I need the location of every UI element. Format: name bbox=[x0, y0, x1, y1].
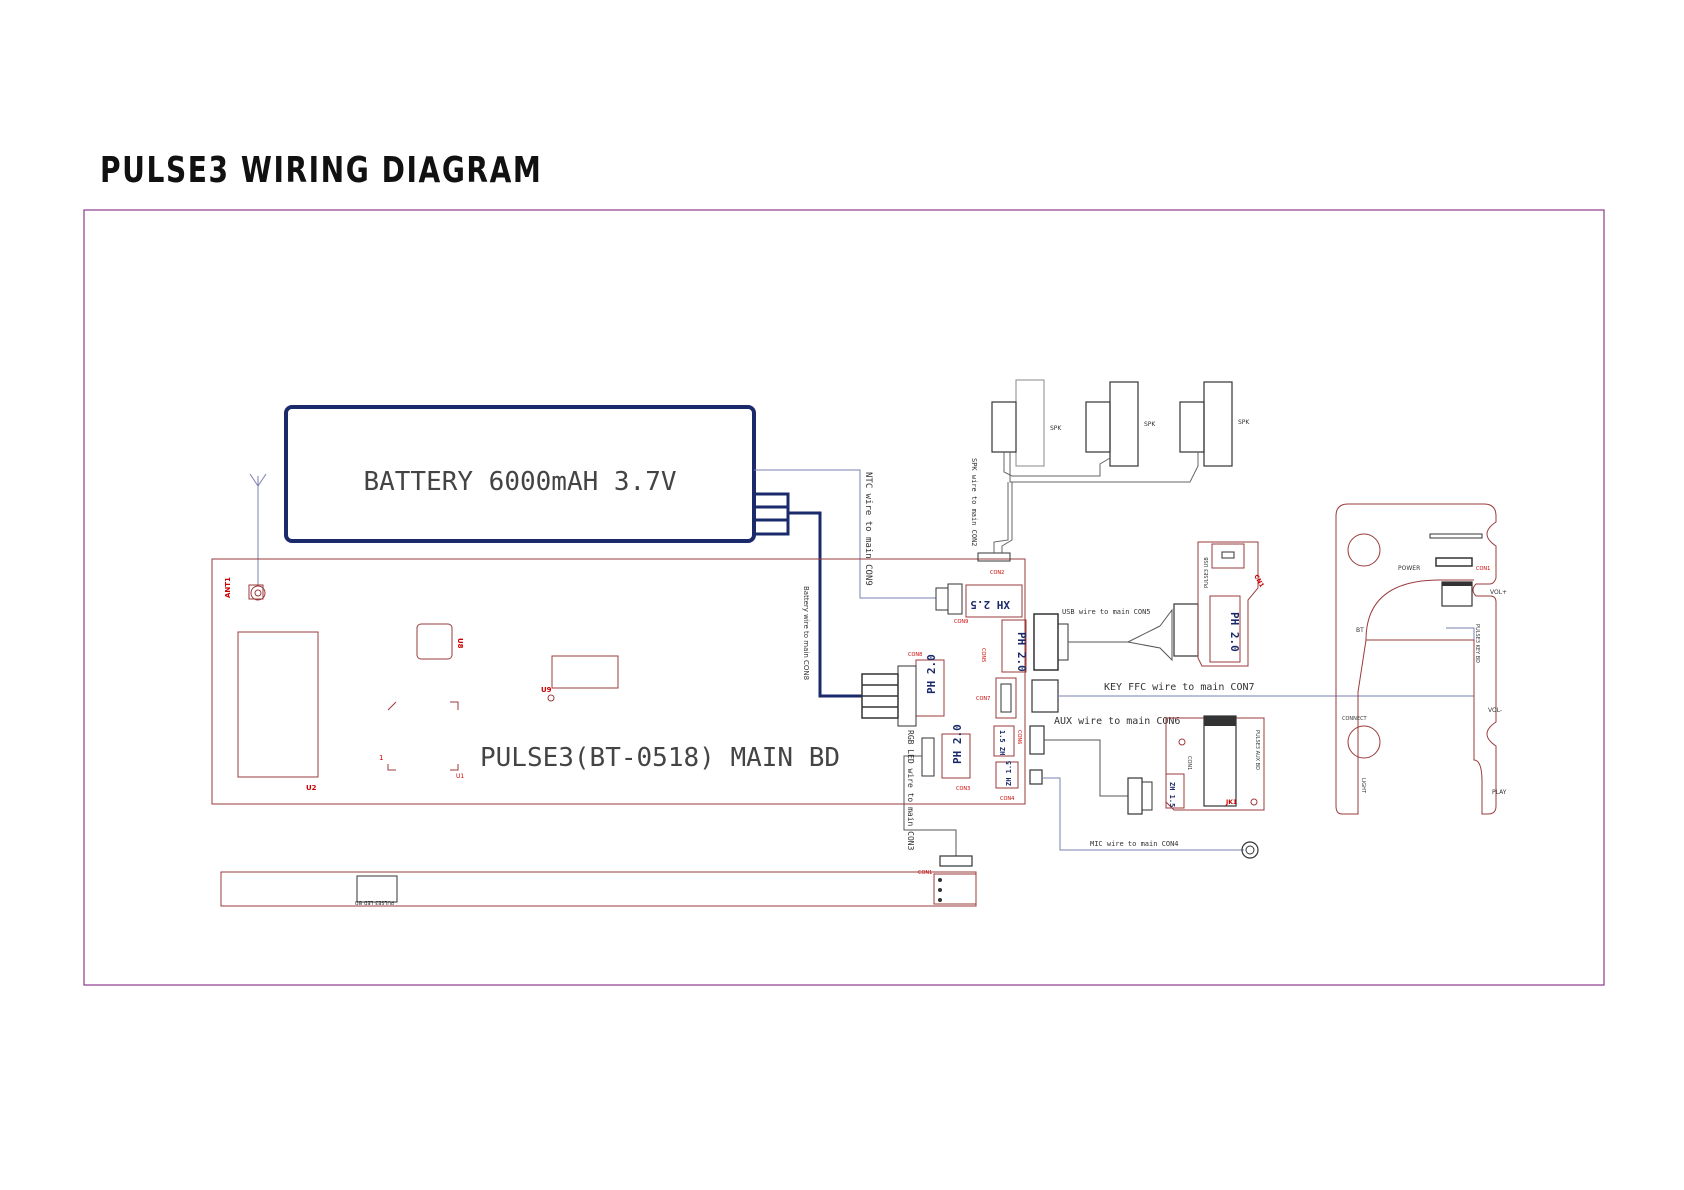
led-board-outline bbox=[220, 871, 977, 907]
mic-wire-label: MIC wire to main CON4 bbox=[1090, 840, 1179, 848]
aux-board-label: PULSE3 AUX BD bbox=[1254, 730, 1260, 770]
main-board-outline bbox=[211, 558, 1026, 805]
led-board: PULSE3 LED BD CON1 bbox=[220, 870, 977, 907]
con4-label: CON4 bbox=[1000, 796, 1014, 802]
con7-connector bbox=[995, 677, 1017, 719]
aux-wire-label: AUX wire to main CON6 bbox=[1054, 716, 1180, 727]
page-title: PULSE3 WIRING DIAGRAM bbox=[100, 150, 543, 191]
pin1-label: 1 bbox=[379, 754, 383, 762]
con5-type: PH 2.0 bbox=[1015, 632, 1028, 672]
battery-body bbox=[284, 405, 756, 543]
usb-board-type: PH 2.0 bbox=[1228, 612, 1241, 652]
spk-wire-b bbox=[1009, 452, 1199, 483]
battery-label: BATTERY 6000mAH 3.7V bbox=[363, 467, 676, 497]
speakers: SPK SPK SPK bbox=[991, 379, 1250, 467]
u9-label: U9 bbox=[541, 686, 552, 694]
key-ffc-plug-main bbox=[1031, 679, 1059, 713]
con4-connector bbox=[995, 761, 1019, 789]
mic-plug-main bbox=[1029, 769, 1043, 785]
con7-label: CON7 bbox=[976, 696, 990, 702]
con5-label: CON5 bbox=[980, 648, 986, 662]
con8-type: PH 2.0 bbox=[925, 654, 938, 694]
usb-board-ref: CN1 bbox=[1252, 574, 1265, 589]
usb-plug-main bbox=[1033, 613, 1059, 671]
key-board-play: PLAY bbox=[1492, 789, 1507, 796]
key-board-con: CON1 bbox=[1476, 566, 1490, 572]
usb-board-label: PULSE3 USB bbox=[1204, 557, 1210, 588]
battery-wire-label: Battery wire to main CON8 bbox=[802, 586, 810, 680]
speaker-2-label: SPK bbox=[1144, 421, 1156, 428]
con9-label: CON9 bbox=[954, 619, 968, 625]
u2-chip bbox=[237, 631, 319, 778]
rgb-led-wire-label: RGB LED wire to main CON3 bbox=[906, 730, 915, 851]
con4-type: ZH 1.5 bbox=[1005, 761, 1013, 786]
aux-board-ref: JK1 bbox=[1225, 799, 1237, 806]
con2-label: CON2 bbox=[990, 570, 1004, 576]
speaker-3 bbox=[1203, 381, 1233, 467]
con3-type: PH 2.0 bbox=[951, 724, 964, 764]
u9-chip bbox=[551, 655, 619, 689]
key-board-volup: VOL+ bbox=[1490, 589, 1507, 596]
usb-wire-label: USB wire to main CON5 bbox=[1062, 608, 1151, 616]
battery: BATTERY 6000mAH 3.7V bbox=[284, 405, 790, 543]
key-board: CON1 POWER VOL+ BT VOL- CONNECT PLAY LIG… bbox=[1335, 503, 1507, 815]
key-board-name: PULSE3 KEY BD bbox=[1474, 624, 1480, 663]
usb-board: PH 2.0 PULSE3 USB CN1 bbox=[1197, 541, 1265, 667]
con6-type: 1.5 ZH bbox=[998, 730, 1006, 755]
mic-wire bbox=[1042, 777, 1244, 851]
con9-type: XH 2.5 bbox=[970, 598, 1010, 611]
speaker-3-label: SPK bbox=[1238, 419, 1250, 426]
main-board: PULSE3(BT-0518) MAIN BD ANT1 U2 U8 U9 U1… bbox=[211, 552, 1028, 805]
key-board-light: LIGHT bbox=[1360, 778, 1366, 794]
key-board-connect: CONNECT bbox=[1342, 716, 1368, 722]
con6-label: CON6 bbox=[1016, 730, 1022, 744]
antenna bbox=[249, 473, 267, 586]
ntc-wire-label: NTC wire to main CON9 bbox=[863, 472, 873, 586]
diagram-frame bbox=[83, 209, 1605, 986]
aux-board: ZH 1.5 CON1 JK1 PULSE3 AUX BD bbox=[1165, 715, 1265, 811]
aux-wire bbox=[1044, 739, 1128, 797]
con6-connector bbox=[993, 725, 1015, 757]
led-board-label: PULSE3 LED BD bbox=[355, 899, 394, 905]
con8-label: CON8 bbox=[908, 652, 922, 658]
u8-label: U8 bbox=[456, 638, 464, 649]
key-board-power: POWER bbox=[1398, 565, 1420, 572]
speaker-1-label: SPK bbox=[1050, 425, 1062, 432]
speaker-2 bbox=[1109, 381, 1139, 467]
spk-wire-d bbox=[1001, 482, 1013, 553]
key-board-bt: BT bbox=[1356, 627, 1364, 634]
ant1-label: ANT1 bbox=[224, 577, 232, 598]
rgb-led-wire bbox=[903, 755, 957, 856]
led-board-con: CON1 bbox=[918, 870, 932, 876]
spk-wire-a bbox=[1003, 452, 1111, 477]
battery-wire bbox=[788, 511, 862, 698]
con2-connector bbox=[977, 552, 1011, 562]
battery-plug bbox=[752, 492, 790, 536]
aux-board-jack: ZH 1.5 bbox=[1168, 782, 1176, 807]
speaker-1 bbox=[1015, 379, 1045, 467]
aux-board-con: CON1 bbox=[1186, 756, 1192, 770]
main-board-label: PULSE3(BT-0518) MAIN BD bbox=[480, 743, 840, 773]
key-board-voldown: VOL- bbox=[1488, 707, 1502, 714]
u1-label: U1 bbox=[456, 773, 464, 780]
con5-connector bbox=[1001, 619, 1027, 673]
spk-wire-label: SPK wire to main CON2 bbox=[970, 458, 978, 547]
aux-plug-main bbox=[1029, 725, 1045, 755]
u8-chip bbox=[416, 623, 453, 660]
usb-wire bbox=[1058, 623, 1069, 661]
con3-connector bbox=[941, 733, 971, 779]
con9-connector bbox=[965, 584, 1023, 618]
mic bbox=[1241, 841, 1259, 859]
key-ffc-wire-label: KEY FFC wire to main CON7 bbox=[1104, 682, 1255, 693]
spk-wire-c bbox=[993, 482, 1009, 553]
u2-label: U2 bbox=[306, 784, 317, 792]
con3-label: CON3 bbox=[956, 786, 970, 792]
ntc-wire bbox=[754, 469, 936, 599]
